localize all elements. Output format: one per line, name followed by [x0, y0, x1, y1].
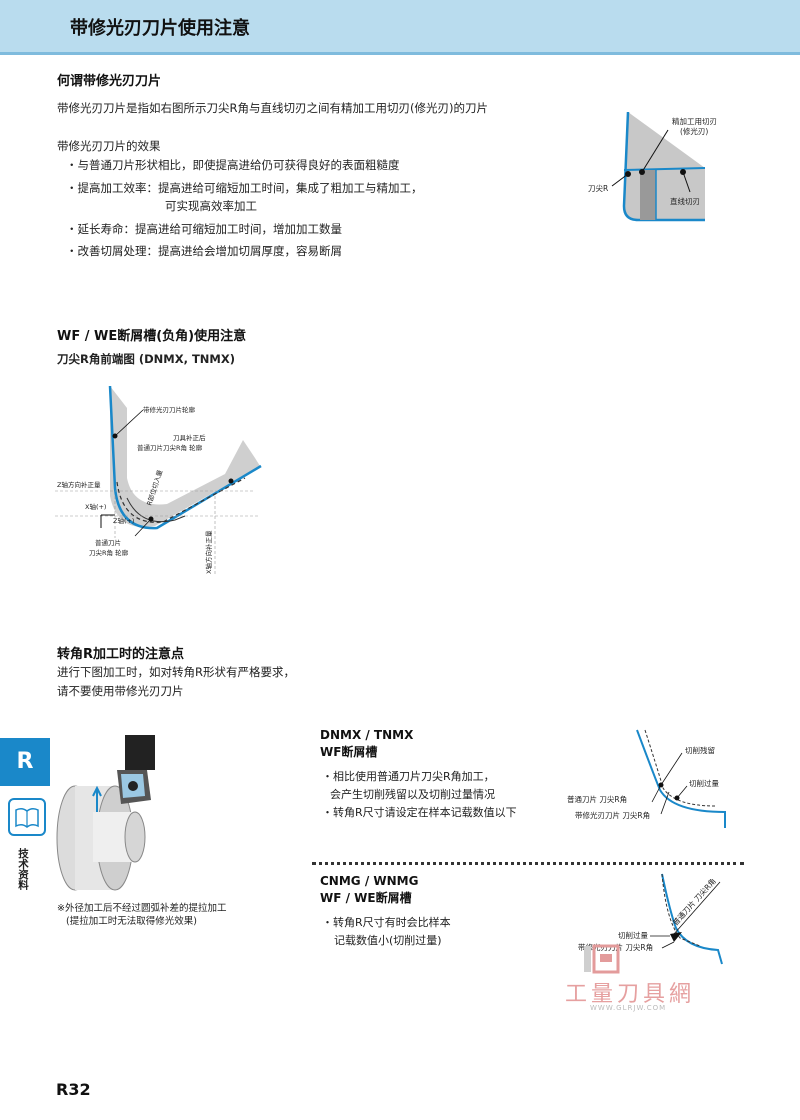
case1-diagram: 切削残留 切削过量 普通刀片 刀尖R角 带修光刃刀片 刀尖R角 [567, 729, 726, 828]
case1-subtitle: WF断屑槽 [320, 745, 378, 759]
section-divider [312, 862, 744, 865]
effect-bullet-1: ・与普通刀片形状相比，即使提高进给仍可获得良好的表面粗糙度 [66, 158, 400, 172]
finish-edge-label: 精加工用切刃 [672, 116, 717, 126]
wiper-insert-diagram: 精加工用切刃 (修光刃) 刀尖R 直线切刃 [588, 111, 717, 222]
case2-bullet-1-cont: 记载数值小(切削过量) [334, 934, 442, 947]
x-axis-label: X轴(+) [85, 502, 106, 511]
watermark-logo [584, 944, 620, 974]
sidebar-section-label: 技术资料 [17, 848, 29, 890]
watermark-name: 工量刀具網 [565, 982, 696, 1007]
residual-label: 切削残留 [685, 745, 715, 755]
case2-overcut-label: 切削过量 [618, 930, 648, 940]
section2-subheading: 刀尖R角前端图 (DNMX, TNMX) [57, 352, 236, 366]
x-compensation-label: X轴方向补正量 [204, 530, 213, 574]
r-cut-depth-label: R部位切入量 [144, 468, 164, 506]
effect-bullet-4: ・改善切屑处理：提高进给会增加切屑厚度，容易断屑 [66, 244, 342, 258]
effect-bullet-2-cont: 可实现高效率加工 [165, 199, 257, 213]
case2-bullet-1: ・转角R尺寸有时会比样本 [322, 916, 451, 929]
z-axis-label: Z轴(+) [113, 516, 134, 525]
straight-edge-label: 直线切刃 [670, 196, 700, 206]
section1-description: 带修光刃刀片是指如右图所示刀尖R角与直线切刃之间有精加工用切刃(修光刃)的刀片 [57, 101, 488, 115]
page-header [0, 0, 800, 55]
effect-bullet-3: ・延长寿命：提高进给可缩短加工时间，增加加工数量 [66, 222, 342, 236]
page-title: 带修光刃刀片使用注意 [70, 18, 250, 39]
section3-heading: 转角R加工时的注意点 [57, 647, 185, 662]
turning-illustration [56, 735, 155, 891]
section2-heading: WF / WE断屑槽(负角)使用注意 [57, 329, 247, 344]
case1-title: DNMX / TNMX [320, 728, 414, 742]
case1-normal-label: 普通刀片 刀尖R角 [567, 794, 627, 804]
z-compensation-label: Z轴方向补正量 [57, 480, 101, 489]
compensated-label-2: 普通刀片刀尖R角 轮廓 [137, 443, 203, 452]
sidebar-tab-r[interactable]: R [0, 738, 50, 786]
case2-title: CNMG / WNMG [320, 874, 419, 888]
compensated-label-1: 刀具补正后 [173, 433, 206, 442]
finish-edge-sublabel: (修光刃) [680, 126, 708, 136]
case1-bullet-1-cont: 会产生切削残留以及切削过量情况 [330, 788, 495, 801]
normal-insert-label-2: 刀尖R角 轮廓 [89, 548, 129, 557]
note-line-1: ※外径加工后不经过圆弧补差的提拉加工 [57, 903, 227, 914]
nose-r-label: 刀尖R [588, 183, 608, 193]
section1-heading: 何谓带修光刃刀片 [57, 74, 162, 89]
nose-r-detail-diagram: 带修光刃刀片轮廓 刀具补正后 普通刀片刀尖R角 轮廓 Z轴方向补正量 X轴(+)… [55, 385, 262, 576]
note-line-2: (提拉加工时无法取得修光效果) [66, 916, 197, 927]
effect-bullet-2: ・提高加工效率：提高进给可缩短加工时间，集成了粗加工与精加工， [66, 181, 423, 195]
watermark-url: WWW.GLRJW.COM [590, 1004, 667, 1012]
section3-desc-2: 请不要使用带修光刃刀片 [57, 684, 184, 698]
case1-bullet-2: ・转角R尺寸请设定在样本记载数值以下 [322, 806, 517, 819]
case1-wiper-label: 带修光刃刀片 刀尖R角 [575, 810, 650, 820]
wiper-outline-label: 带修光刃刀片轮廓 [143, 405, 196, 414]
case1-bullet-1: ・相比使用普通刀片刀尖R角加工， [322, 770, 495, 783]
normal-insert-label-1: 普通刀片 [95, 538, 121, 547]
effects-title: 带修光刃刀片的效果 [57, 139, 161, 153]
case2-subtitle: WF / WE断屑槽 [320, 891, 412, 905]
book-icon [8, 798, 46, 836]
overcut-label: 切削过量 [689, 778, 719, 788]
section3-desc-1: 进行下图加工时，如对转角R形状有严格要求， [57, 665, 295, 679]
page-number: R32 [56, 1080, 91, 1099]
case2-normal-label: 普通刀片 刀尖R角 [670, 876, 718, 927]
